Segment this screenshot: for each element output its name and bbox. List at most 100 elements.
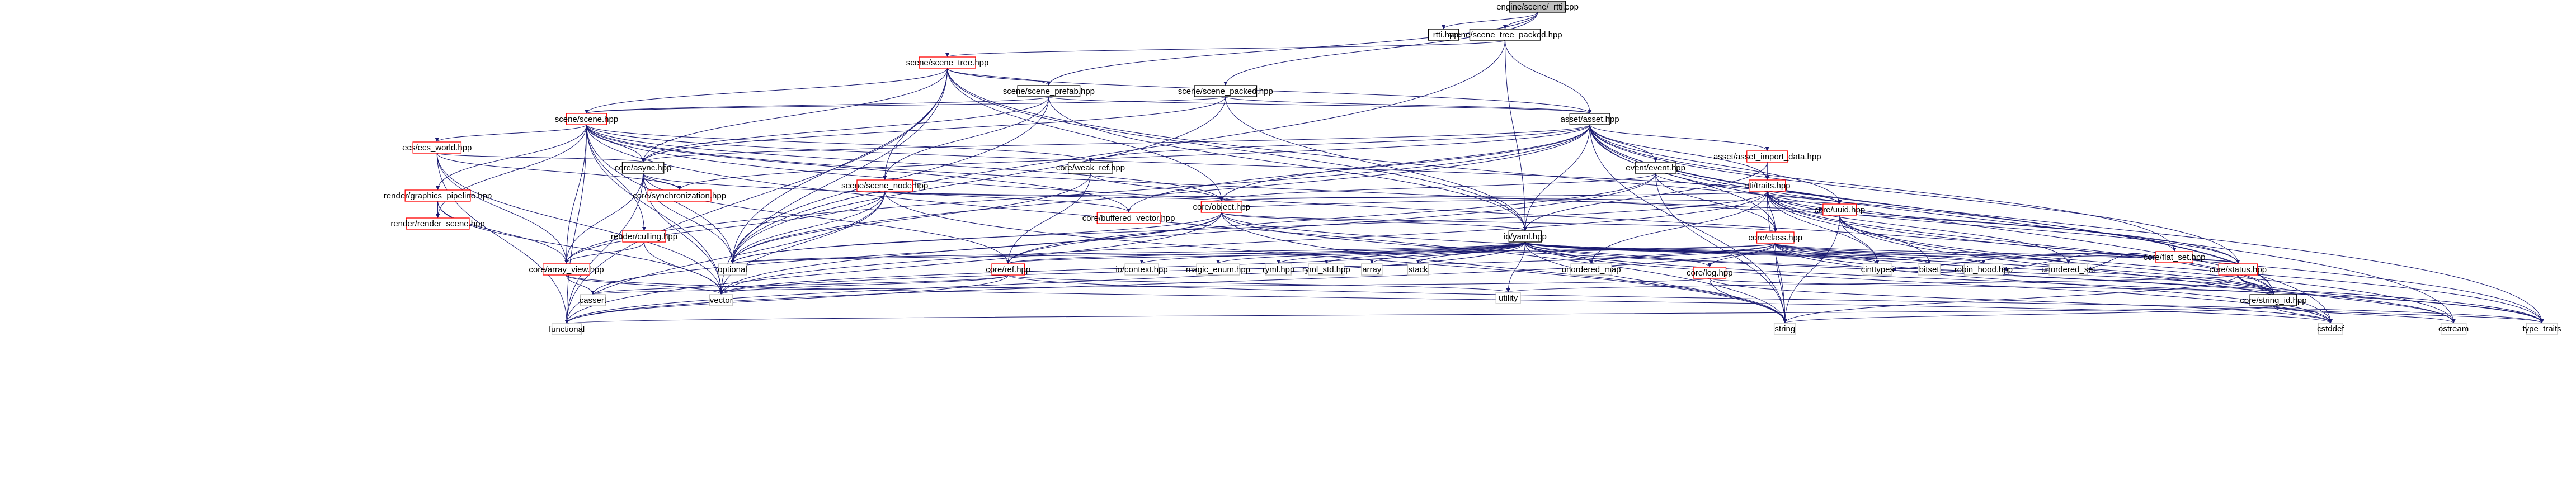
node-box-uuid[interactable] — [1822, 203, 1857, 216]
node-asset[interactable]: asset/asset.hpp — [1561, 113, 1619, 125]
node-box-robin[interactable] — [1963, 263, 2004, 276]
node-root[interactable]: engine/scene/_rtti.cpp — [1496, 1, 1579, 13]
node-weak[interactable]: core/weak_ref.hpp — [1056, 162, 1125, 174]
node-rymlstd[interactable]: ryml_std.hpp — [1302, 263, 1350, 276]
node-box-status[interactable] — [2218, 263, 2258, 276]
node-box-strid[interactable] — [2249, 294, 2297, 306]
node-box-functional[interactable] — [551, 323, 582, 335]
node-box-cull[interactable] — [622, 230, 666, 243]
node-ref[interactable]: core/ref.hpp — [986, 263, 1030, 276]
node-aview[interactable]: core/array_view.hpp — [529, 263, 604, 276]
node-spacked[interactable]: scene/scene_packed.hpp — [1178, 85, 1273, 97]
node-uset[interactable]: unordered_set — [2041, 263, 2096, 276]
node-box-vector[interactable] — [709, 294, 733, 306]
node-box-fset[interactable] — [2155, 251, 2193, 263]
node-box-st[interactable] — [919, 56, 976, 69]
node-box-rymlstd[interactable] — [1308, 263, 1345, 276]
node-box-umap[interactable] — [1570, 263, 1612, 276]
node-cstddef[interactable]: cstddef — [2317, 323, 2344, 335]
node-box-object[interactable] — [1200, 201, 1242, 213]
node-box-rtti[interactable] — [1428, 29, 1459, 41]
node-box-snode[interactable] — [856, 179, 913, 192]
node-box-event[interactable] — [1635, 162, 1676, 174]
node-utility[interactable]: utility — [1495, 292, 1521, 304]
node-box-ioctx[interactable] — [1124, 263, 1159, 276]
node-box-ostream[interactable] — [2440, 323, 2467, 335]
node-ioctx[interactable]: io/context.hpp — [1115, 263, 1168, 276]
node-box-optional[interactable] — [718, 263, 747, 276]
node-uuid[interactable]: core/uuid.hpp — [1814, 203, 1865, 216]
node-menum[interactable]: magic_enum.hpp — [1186, 263, 1250, 276]
node-ecs[interactable]: ecs/ecs_world.hpp — [402, 141, 472, 154]
node-sprefab[interactable]: scene/scene_prefab.hpp — [1003, 85, 1095, 97]
node-log[interactable]: core/log.hpp — [1687, 267, 1733, 279]
node-class[interactable]: core/class.hpp — [1748, 231, 1802, 244]
node-box-rscene[interactable] — [406, 217, 470, 230]
node-box-spacked[interactable] — [1194, 85, 1258, 97]
node-box-sprefab[interactable] — [1017, 85, 1081, 97]
node-box-gpipe[interactable] — [404, 189, 471, 202]
node-box-bitset[interactable] — [1918, 263, 1941, 276]
node-cassert[interactable]: cassert — [580, 294, 607, 306]
node-box-rtrait[interactable] — [1749, 179, 1786, 192]
node-box-uset[interactable] — [2048, 263, 2088, 276]
node-object[interactable]: core/object.hpp — [1193, 201, 1251, 213]
node-bvec[interactable]: core/buffered_vector.hpp — [1082, 212, 1175, 224]
node-box-sync[interactable] — [647, 189, 712, 202]
node-box-menum[interactable] — [1196, 263, 1240, 276]
node-box-cinttypes[interactable] — [1862, 263, 1892, 276]
node-box-bvec[interactable] — [1096, 212, 1161, 224]
node-ostream[interactable]: ostream — [2438, 323, 2469, 335]
node-gpipe[interactable]: render/graphics_pipeline.hpp — [384, 189, 492, 202]
node-box-scene[interactable] — [566, 113, 607, 125]
node-box-asset[interactable] — [1569, 113, 1610, 125]
node-rtti[interactable]: _rtti.hpp — [1428, 29, 1459, 41]
node-box-weak[interactable] — [1067, 162, 1113, 174]
node-ryml[interactable]: ryml.hpp — [1263, 263, 1295, 276]
node-box-aimport[interactable] — [1746, 150, 1788, 163]
node-box-cstddef[interactable] — [2318, 323, 2343, 335]
node-bitset[interactable]: bitset — [1918, 263, 1941, 276]
node-rscene[interactable]: render/render_scene.hpp — [390, 217, 485, 230]
node-box-root[interactable] — [1509, 1, 1566, 13]
node-box-array[interactable] — [1361, 263, 1383, 276]
node-stp[interactable]: scene/scene_tree_packed.hpp — [1448, 29, 1562, 41]
node-event[interactable]: event/event.hpp — [1626, 162, 1685, 174]
node-aimport[interactable]: asset/asset_import_data.hpp — [1713, 150, 1821, 163]
node-box-ryml[interactable] — [1264, 263, 1293, 276]
node-typetraits[interactable]: type_traits — [2522, 323, 2561, 335]
node-yaml[interactable]: io/yaml.hpp — [1504, 230, 1547, 243]
node-cull[interactable]: render/culling.hpp — [611, 230, 677, 243]
node-box-cassert[interactable] — [580, 294, 606, 306]
node-box-ref[interactable] — [991, 263, 1025, 276]
node-box-yaml[interactable] — [1508, 230, 1542, 243]
node-snode[interactable]: scene/scene_node.hpp — [841, 179, 928, 192]
node-box-ecs[interactable] — [412, 141, 462, 154]
node-box-aview[interactable] — [543, 263, 590, 276]
node-functional[interactable]: functional — [549, 323, 585, 335]
node-rtrait[interactable]: rtti/traits.hpp — [1744, 179, 1791, 192]
node-optional[interactable]: optional — [718, 263, 747, 276]
node-stack[interactable]: stack — [1407, 263, 1429, 276]
node-robin[interactable]: robin_hood.hpp — [1955, 263, 2013, 276]
node-box-log[interactable] — [1693, 267, 1727, 279]
node-array[interactable]: array — [1361, 263, 1383, 276]
node-box-async[interactable] — [621, 162, 665, 174]
node-scene[interactable]: scene/scene.hpp — [555, 113, 618, 125]
node-vector[interactable]: vector — [709, 294, 733, 306]
node-cinttypes[interactable]: cinttypes — [1861, 263, 1894, 276]
node-status[interactable]: core/status.hpp — [2209, 263, 2267, 276]
node-box-utility[interactable] — [1495, 292, 1521, 304]
node-box-stack[interactable] — [1407, 263, 1429, 276]
node-st[interactable]: scene/scene_tree.hpp — [906, 56, 989, 69]
node-box-class[interactable] — [1756, 231, 1795, 244]
node-box-string[interactable] — [1773, 323, 1796, 335]
node-sync[interactable]: core/synchronization.hpp — [633, 189, 726, 202]
node-string[interactable]: string — [1773, 323, 1796, 335]
node-async[interactable]: core/async.hpp — [615, 162, 672, 174]
node-strid[interactable]: core/string_id.hpp — [2240, 294, 2307, 306]
node-umap[interactable]: unordered_map — [1562, 263, 1621, 276]
node-box-stp[interactable] — [1469, 29, 1541, 41]
node-fset[interactable]: core/flat_set.hpp — [2144, 251, 2206, 263]
node-box-typetraits[interactable] — [2526, 323, 2558, 335]
